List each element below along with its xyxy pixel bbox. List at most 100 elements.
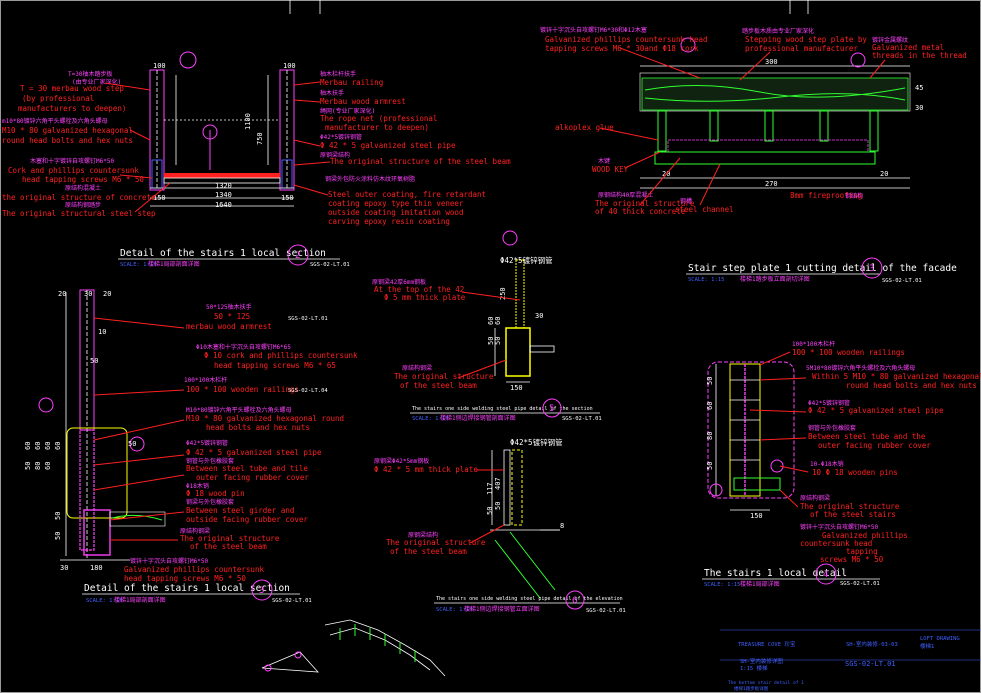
sheet-ref: SGS-02-LT.01 xyxy=(288,316,328,322)
key-plan-sketch xyxy=(261,619,446,677)
detail-number-circle xyxy=(861,257,883,279)
label-en: Galvanized phillips countersunk xyxy=(124,565,264,574)
leader-line xyxy=(119,174,153,179)
drawing-description: The bottom stair detail of 1 xyxy=(728,680,804,686)
support-block xyxy=(819,110,829,142)
leader-line xyxy=(293,161,331,166)
panel-subtitle: 楼梯1局部详图 xyxy=(740,580,780,588)
leader-line xyxy=(599,127,659,141)
dim-label: 50 xyxy=(128,440,136,448)
panel-scale: SCALE: 1:15 xyxy=(436,607,472,613)
label-en: steel channel xyxy=(675,205,734,214)
label-cn: Φ10木塞和十字沉头自攻螺钉M6*65 xyxy=(196,343,291,351)
label-cn: 镀锌金属螺纹 xyxy=(872,36,908,44)
wood-step xyxy=(164,173,280,178)
dim-label: 20 xyxy=(103,290,111,298)
title-block: TREASURE COVE 珍宝 SH-室内装修-03-03 LOFT DRAW… xyxy=(720,629,981,692)
dim-label: 30 xyxy=(84,290,92,298)
support-block xyxy=(764,110,774,142)
label-en: 100 * 100 wooden railings xyxy=(186,385,299,394)
dim-label: 180 xyxy=(90,564,103,572)
label-en: Galvanized metal xyxy=(872,43,944,52)
section-marker xyxy=(709,483,723,497)
section-marker xyxy=(850,52,866,68)
label-cn: 柚木扶手 xyxy=(320,89,344,97)
dim-label: 60 xyxy=(44,462,52,470)
dim-label: 407 xyxy=(494,477,502,490)
label-en: Between steel girder and xyxy=(186,506,294,515)
detail-panel-2: 300 20 270 20 45 30 镀锌十字沉头自攻螺钉M6*30和Φ12木… xyxy=(540,26,967,284)
detail-panel-3: 20 30 20 10 50 60 50 60 80 60 60 60 50 5… xyxy=(24,289,358,604)
label-en: coating epoxy type thin veneer xyxy=(328,199,464,208)
leader-line xyxy=(93,474,185,491)
dim-label: 60 xyxy=(34,442,42,450)
leader-line xyxy=(293,99,321,103)
label-en: head tapping screws M6 * 65 xyxy=(214,361,336,370)
steel-step xyxy=(163,177,281,184)
leader-line xyxy=(759,437,807,441)
dim-label: 60 xyxy=(706,402,714,410)
support-block xyxy=(709,110,719,142)
label-en: outer facing rubber cover xyxy=(196,473,309,482)
dim-label: 1340 xyxy=(215,191,232,199)
detail-panel-4: 150 50 60 80 50 100*100木栏杆 100 * 100 woo… xyxy=(702,340,981,588)
label-cn: 钢结构 xyxy=(845,192,863,200)
dim-label: 30 xyxy=(60,564,68,572)
label-cn: 原钢结构40厚混凝土 xyxy=(598,191,653,199)
label-cn: 100*100木栏杆 xyxy=(184,376,227,384)
label-en: Φ 18 wood pin xyxy=(186,489,245,498)
dim-label: 270 xyxy=(765,180,778,188)
label-cn: 原结构钢梁 xyxy=(800,494,830,502)
label-en: outside facing rubber cover xyxy=(186,515,308,524)
steel-beam-outline xyxy=(66,427,128,519)
dim-label: 250 xyxy=(499,287,507,300)
label-cn: 原结构钢踏步 xyxy=(65,201,101,209)
project-name: TREASURE COVE 珍宝 xyxy=(738,640,796,648)
label-en: 10 Φ 18 wooden pins xyxy=(812,468,898,477)
section-marker xyxy=(38,397,54,413)
leader-line xyxy=(639,157,681,206)
steel-girder xyxy=(83,509,111,556)
dim-label: 300 xyxy=(765,58,778,66)
dim-label: 150 xyxy=(750,512,763,520)
dim-label: 150 xyxy=(510,384,523,392)
label-en: the original structure of concrete xyxy=(2,193,156,202)
dim-label: 50 xyxy=(494,502,502,510)
dim-label: 1100 xyxy=(244,113,252,130)
concrete-layer xyxy=(667,139,869,153)
drawing-number: SGS-02-LT.01 xyxy=(845,660,896,668)
panel-title: Detail of the stairs 1 local section xyxy=(120,248,326,259)
label-cn: 原钢梁42厚6mm钢板 xyxy=(372,278,426,286)
panel-title: Detail of the stairs 1 local section xyxy=(84,583,290,594)
label-en: outer facing rubber cover xyxy=(818,441,931,450)
label-en: professional manufacturer xyxy=(745,44,858,53)
label-en: Φ 42 * 5 mm thick plate xyxy=(374,465,478,474)
leader-line xyxy=(93,389,185,396)
label-cn: m10*80镀锌六角平头螺栓及六角头螺母 xyxy=(2,117,108,125)
detail-number: 3 xyxy=(259,586,264,596)
leader-line xyxy=(469,524,505,544)
leader-line xyxy=(93,317,185,329)
leader-line xyxy=(293,139,321,147)
label-cn: Φ42*5镀锌钢管 xyxy=(186,439,228,447)
label-cn: 钢槽 xyxy=(680,197,692,205)
leader-line xyxy=(461,291,521,301)
label-en: 50 * 125 xyxy=(214,312,250,321)
drawing-category: SH-室内装修详图 xyxy=(740,657,783,665)
wood-grain xyxy=(644,93,906,102)
label-en: of 40 thick concrete xyxy=(595,207,686,216)
label-cn: 柚木栏杆扶手 xyxy=(320,70,356,78)
leader-line xyxy=(624,151,661,169)
detail-boundary xyxy=(707,361,795,499)
detail-panel-1: 100 100 1100 750 150 1320 1340 1640 150 … xyxy=(2,51,511,268)
steel-pipe xyxy=(511,449,523,526)
steel-plate xyxy=(503,449,511,526)
panel-subtitle: 楼梯1踏步板立面剖切详图 xyxy=(740,275,810,283)
section-cut-point xyxy=(264,664,272,672)
label-en: Φ 5 mm thick plate xyxy=(384,293,466,302)
label-en: Galvanized phillips xyxy=(822,531,908,540)
dim-label: 50 xyxy=(706,377,714,385)
detail-number-circle xyxy=(287,244,309,266)
dim-label: 150 xyxy=(153,194,166,202)
label-en: Φ 42 * 5 galvanized steel pipe xyxy=(186,448,322,457)
